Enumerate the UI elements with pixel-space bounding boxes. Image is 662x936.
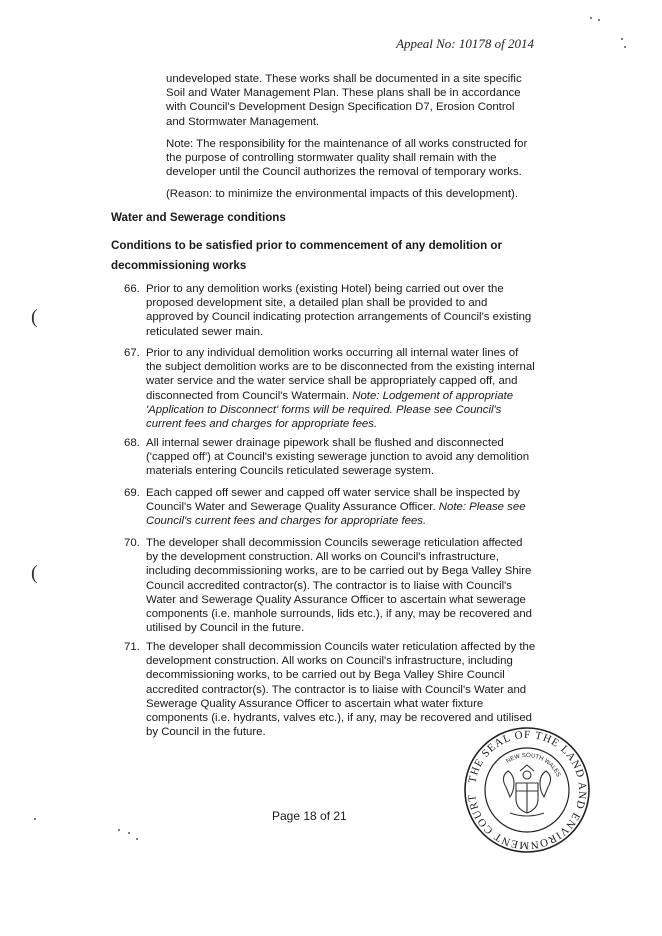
condition-number: 71. [124, 641, 140, 653]
condition-item: 70. The developer shall decommission Cou… [124, 536, 536, 635]
scan-speck [34, 818, 36, 820]
scan-speck [624, 46, 626, 48]
condition-text-wrap: Prior to any individual demolition works… [146, 346, 536, 431]
scan-speck [621, 38, 623, 40]
appeal-number-header: Appeal No: 10178 of 2014 [396, 36, 534, 51]
condition-text: All internal sewer drainage pipework sha… [146, 437, 530, 478]
condition-item: 68. All internal sewer drainage pipework… [124, 436, 536, 479]
condition-item: 67. Prior to any individual demolition w… [124, 346, 536, 431]
condition-note: Note: Please see Council's current fees … [146, 501, 526, 528]
condition-text-wrap: Each capped off sewer and capped off wat… [146, 486, 536, 529]
court-seal-stamp: THE SEAL OF THE LAND AND ENVIRONMENT COU… [464, 727, 590, 853]
condition-text: The developer shall decommission Council… [146, 641, 536, 739]
condition-note: Note: Lodgement of appropriate 'Applicat… [146, 389, 514, 431]
scan-speck [598, 19, 600, 21]
reason-paragraph: (Reason: to minimize the environmental i… [166, 188, 519, 200]
condition-text: Each capped off sewer and capped off wat… [146, 487, 520, 514]
scan-speck [118, 829, 120, 831]
note-paragraph: Note: The responsibility for the mainten… [166, 138, 528, 179]
margin-mark: ( [31, 562, 38, 584]
condition-number: 67. [124, 347, 140, 359]
condition-item: 66. Prior to any demolition works (exist… [124, 282, 536, 339]
condition-number: 68. [124, 437, 140, 449]
scan-speck [590, 17, 592, 19]
condition-text: Prior to any individual demolition works… [146, 347, 535, 402]
section-heading: Water and Sewerage conditions [111, 211, 286, 224]
scan-speck [136, 838, 138, 840]
page-number-footer: Page 18 of 21 [272, 809, 347, 823]
condition-text: The developer shall decommission Council… [146, 537, 532, 635]
condition-item: 71. The developer shall decommission Cou… [124, 640, 536, 739]
margin-mark: ( [31, 306, 38, 328]
coat-of-arms-icon [502, 764, 552, 817]
condition-text: Prior to any demolition works (existing … [146, 283, 532, 338]
condition-number: 66. [124, 283, 140, 295]
subheading-line-2: decommissioning works [111, 259, 247, 272]
continuation-paragraph: undeveloped state. These works shall be … [166, 73, 522, 128]
condition-number: 70. [124, 537, 140, 549]
scan-speck [128, 832, 130, 834]
subheading-line-1: Conditions to be satisfied prior to comm… [111, 239, 503, 252]
condition-number: 69. [124, 487, 140, 499]
condition-item: 69. Each capped off sewer and capped off… [124, 486, 536, 529]
